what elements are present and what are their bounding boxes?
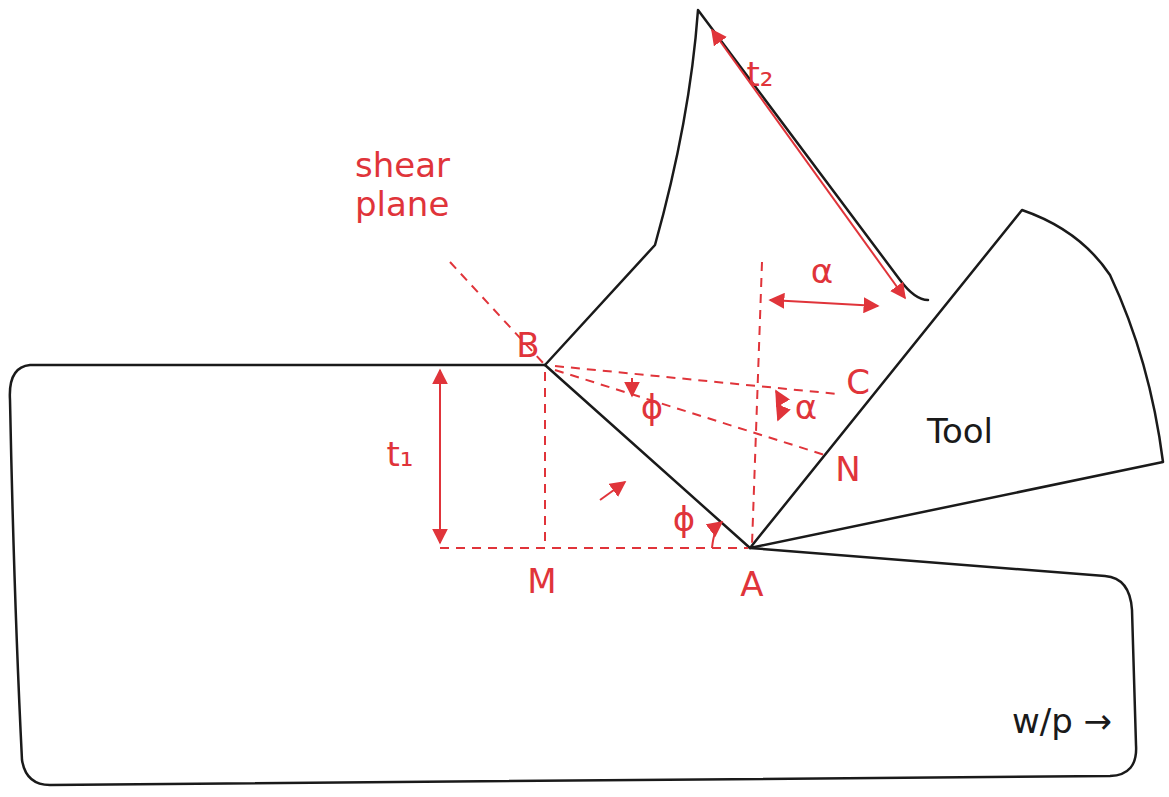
phi-arrow — [631, 378, 633, 396]
diagram-label: ϕ — [673, 500, 695, 539]
diagram-label: Tool — [927, 412, 993, 451]
alpha-arrow — [770, 300, 878, 306]
t1-dimension — [439, 370, 441, 543]
diagram-label: N — [835, 450, 860, 489]
dashed-line-bn — [555, 370, 828, 456]
dashed-vertical-bm — [544, 372, 546, 548]
dashed-vertical-a — [752, 262, 762, 545]
diagram-label: B — [516, 326, 539, 365]
diagram-label: t₂ — [747, 55, 774, 94]
diagram-label: ϕ — [641, 388, 663, 427]
diagram-label: α — [795, 388, 817, 427]
shear-plane-arrow — [600, 482, 625, 500]
diagram-label: w/p → — [1012, 702, 1112, 741]
tool-outline — [750, 210, 1163, 548]
diagram-label: shear plane — [355, 146, 475, 224]
shear-plane-extension — [450, 262, 545, 365]
chip-outline — [545, 10, 928, 365]
t2-dimension — [712, 30, 905, 298]
diagram-label: t₁ — [387, 435, 414, 474]
diagram-label: M — [527, 562, 556, 601]
diagram-label: A — [740, 565, 763, 604]
workpiece-outline — [10, 365, 1136, 785]
shear-plane-line — [545, 365, 750, 548]
diagram-label: α — [811, 252, 833, 291]
alpha-arc — [776, 391, 781, 420]
phi-arc — [712, 522, 722, 548]
dashed-baseline — [440, 547, 748, 549]
diagram-label: C — [846, 363, 870, 402]
